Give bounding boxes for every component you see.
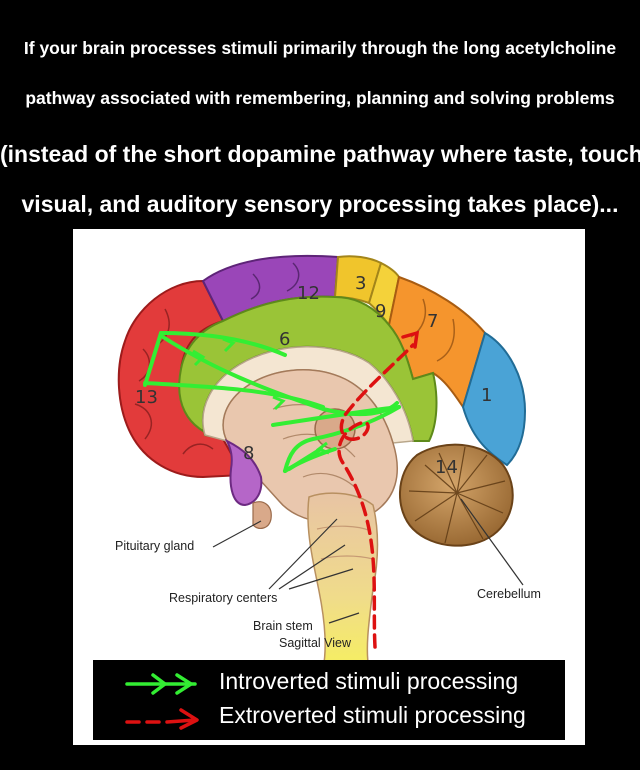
cerebellum-label: Cerebellum xyxy=(477,587,541,601)
area-number-9: 9 xyxy=(375,301,386,322)
headline-line-1: If your brain processes stimuli primaril… xyxy=(0,38,640,59)
headline-line-2: pathway associated with remembering, pla… xyxy=(0,88,640,109)
sagittal-view-label: Sagittal View xyxy=(279,636,351,650)
introverted-legend-label: Introverted stimuli processing xyxy=(219,668,518,695)
area-number-1: 1 xyxy=(481,385,492,406)
area-number-14: 14 xyxy=(435,457,458,478)
area-number-3: 3 xyxy=(355,273,366,294)
extroverted-arrow-icon xyxy=(125,704,205,730)
headline-line-4: visual, and auditory sensory processing … xyxy=(0,191,640,218)
respiratory-centers-label: Respiratory centers xyxy=(169,591,277,605)
extroverted-legend-label: Extroverted stimuli processing xyxy=(219,702,526,729)
pituitary-gland-label: Pituitary gland xyxy=(115,539,194,553)
legend-box: Introverted stimuli processing Extrovert… xyxy=(93,660,565,740)
area-number-6: 6 xyxy=(279,329,290,350)
area-number-7: 7 xyxy=(427,311,438,332)
area-number-8: 8 xyxy=(243,443,254,464)
area-number-13: 13 xyxy=(135,387,158,408)
headline-line-3: (instead of the short dopamine pathway w… xyxy=(0,141,640,168)
introverted-arrow-icon xyxy=(125,672,205,696)
area-number-12: 12 xyxy=(297,283,320,304)
brain-stem-label: Brain stem xyxy=(253,619,313,633)
brain-diagram-card: 12 3 9 7 6 1 13 8 14 xyxy=(73,229,585,745)
pituitary-pointer xyxy=(213,521,261,547)
